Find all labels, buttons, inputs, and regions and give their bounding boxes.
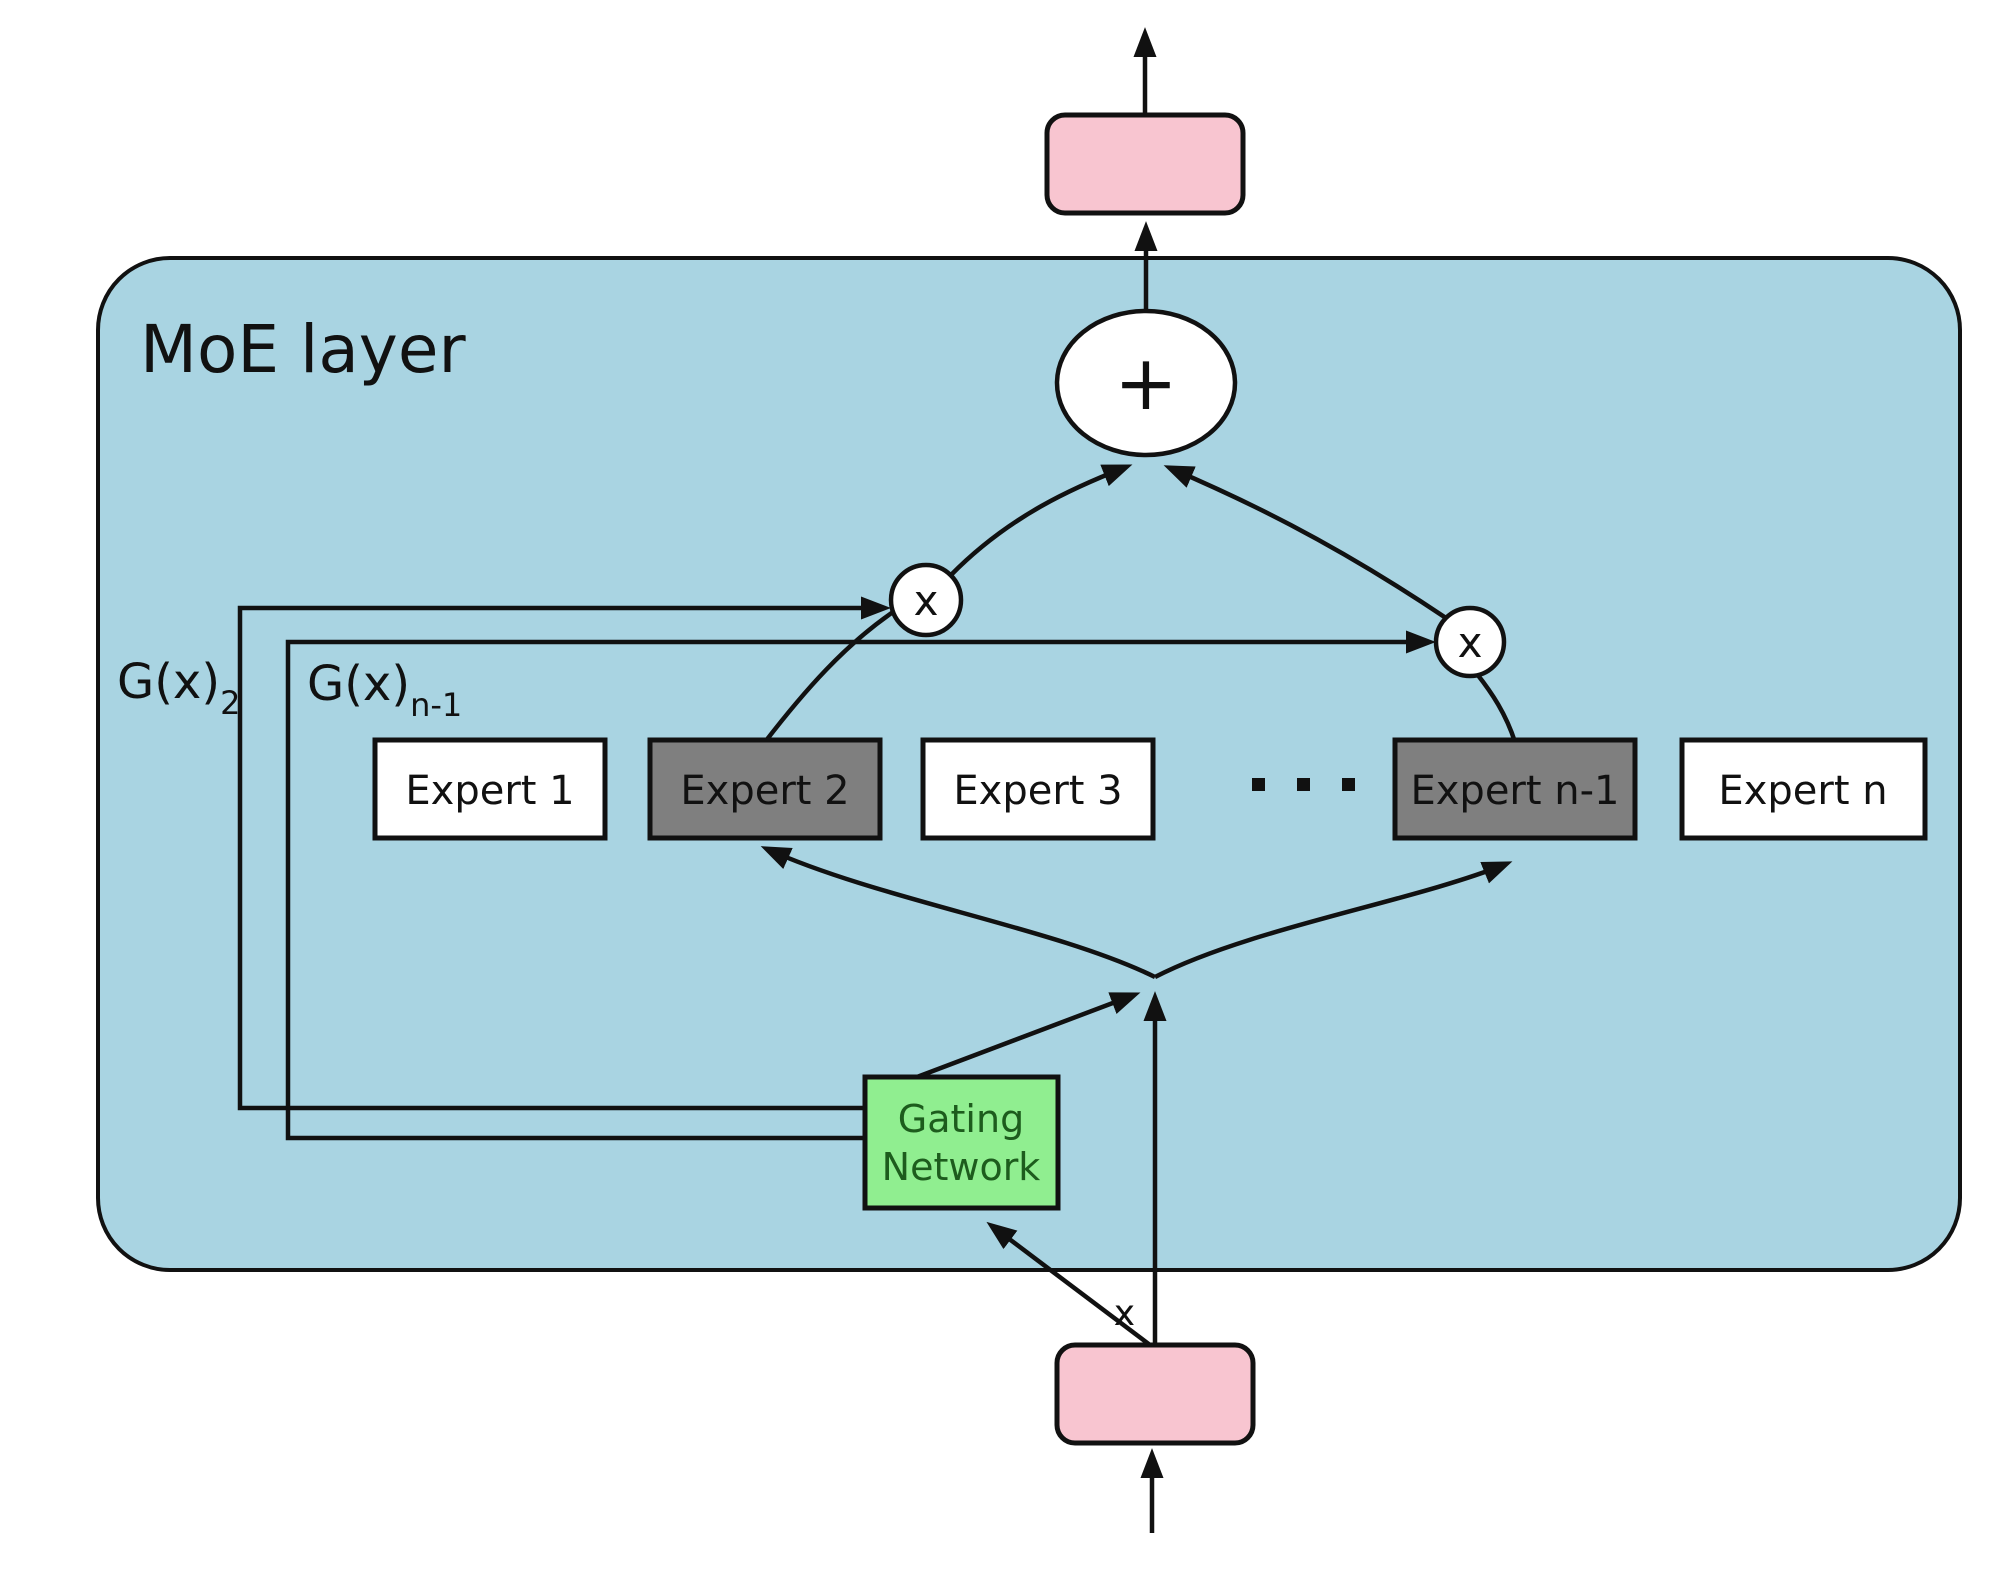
junction-to-expert-n1-arrow [1153, 861, 1513, 980]
left-multiplier-to-sum-arrow [949, 464, 1133, 577]
expert-2-box [647, 737, 883, 841]
expert-n1-output-curve [1475, 672, 1518, 743]
expert-2-label: Expert 2 [680, 768, 849, 814]
expert-1-box [372, 737, 608, 841]
right-multiplier-to-sum-arrow [1163, 465, 1448, 620]
gating-network-label-line2: Network [882, 1145, 1041, 1189]
gating-to-junction-arrow [916, 992, 1141, 1080]
expert-n-label: Expert n [1718, 768, 1887, 814]
input-x-label: x [1114, 1293, 1135, 1334]
gate-label-n1: G(x)n-1 [307, 656, 462, 724]
gate-label-2: G(x)2 [117, 654, 240, 722]
input-box [1054, 1342, 1256, 1446]
junction-to-expert2-arrow [760, 846, 1156, 980]
multiplier-right-label: x [1458, 618, 1483, 667]
expert-n-box [1679, 737, 1928, 841]
sum-node [1054, 308, 1238, 458]
expert-n1-label: Expert n-1 [1410, 768, 1619, 814]
input-to-gating-arrow [986, 1221, 1152, 1347]
gating-network-box [862, 1074, 1061, 1211]
expert-3-box [920, 737, 1156, 841]
gating-network-label-line1: Gating [898, 1097, 1024, 1141]
multiplier-left-label: x [914, 576, 939, 625]
gate-weight-path-n1 [285, 630, 1436, 1141]
expert2-output-curve [763, 610, 895, 744]
sum-operator-label: + [1114, 338, 1178, 427]
multiplier-node-left [888, 562, 964, 638]
output-box [1044, 112, 1246, 216]
expert-1-label: Expert 1 [405, 768, 574, 814]
moe-layer-title: MoE layer [140, 311, 466, 388]
expert-3-label: Expert 3 [953, 768, 1122, 814]
ellipsis-icon [1252, 778, 1355, 791]
multiplier-node-right [1433, 605, 1507, 679]
expert-n1-box [1392, 737, 1638, 841]
gate-weight-path-2 [237, 596, 891, 1111]
